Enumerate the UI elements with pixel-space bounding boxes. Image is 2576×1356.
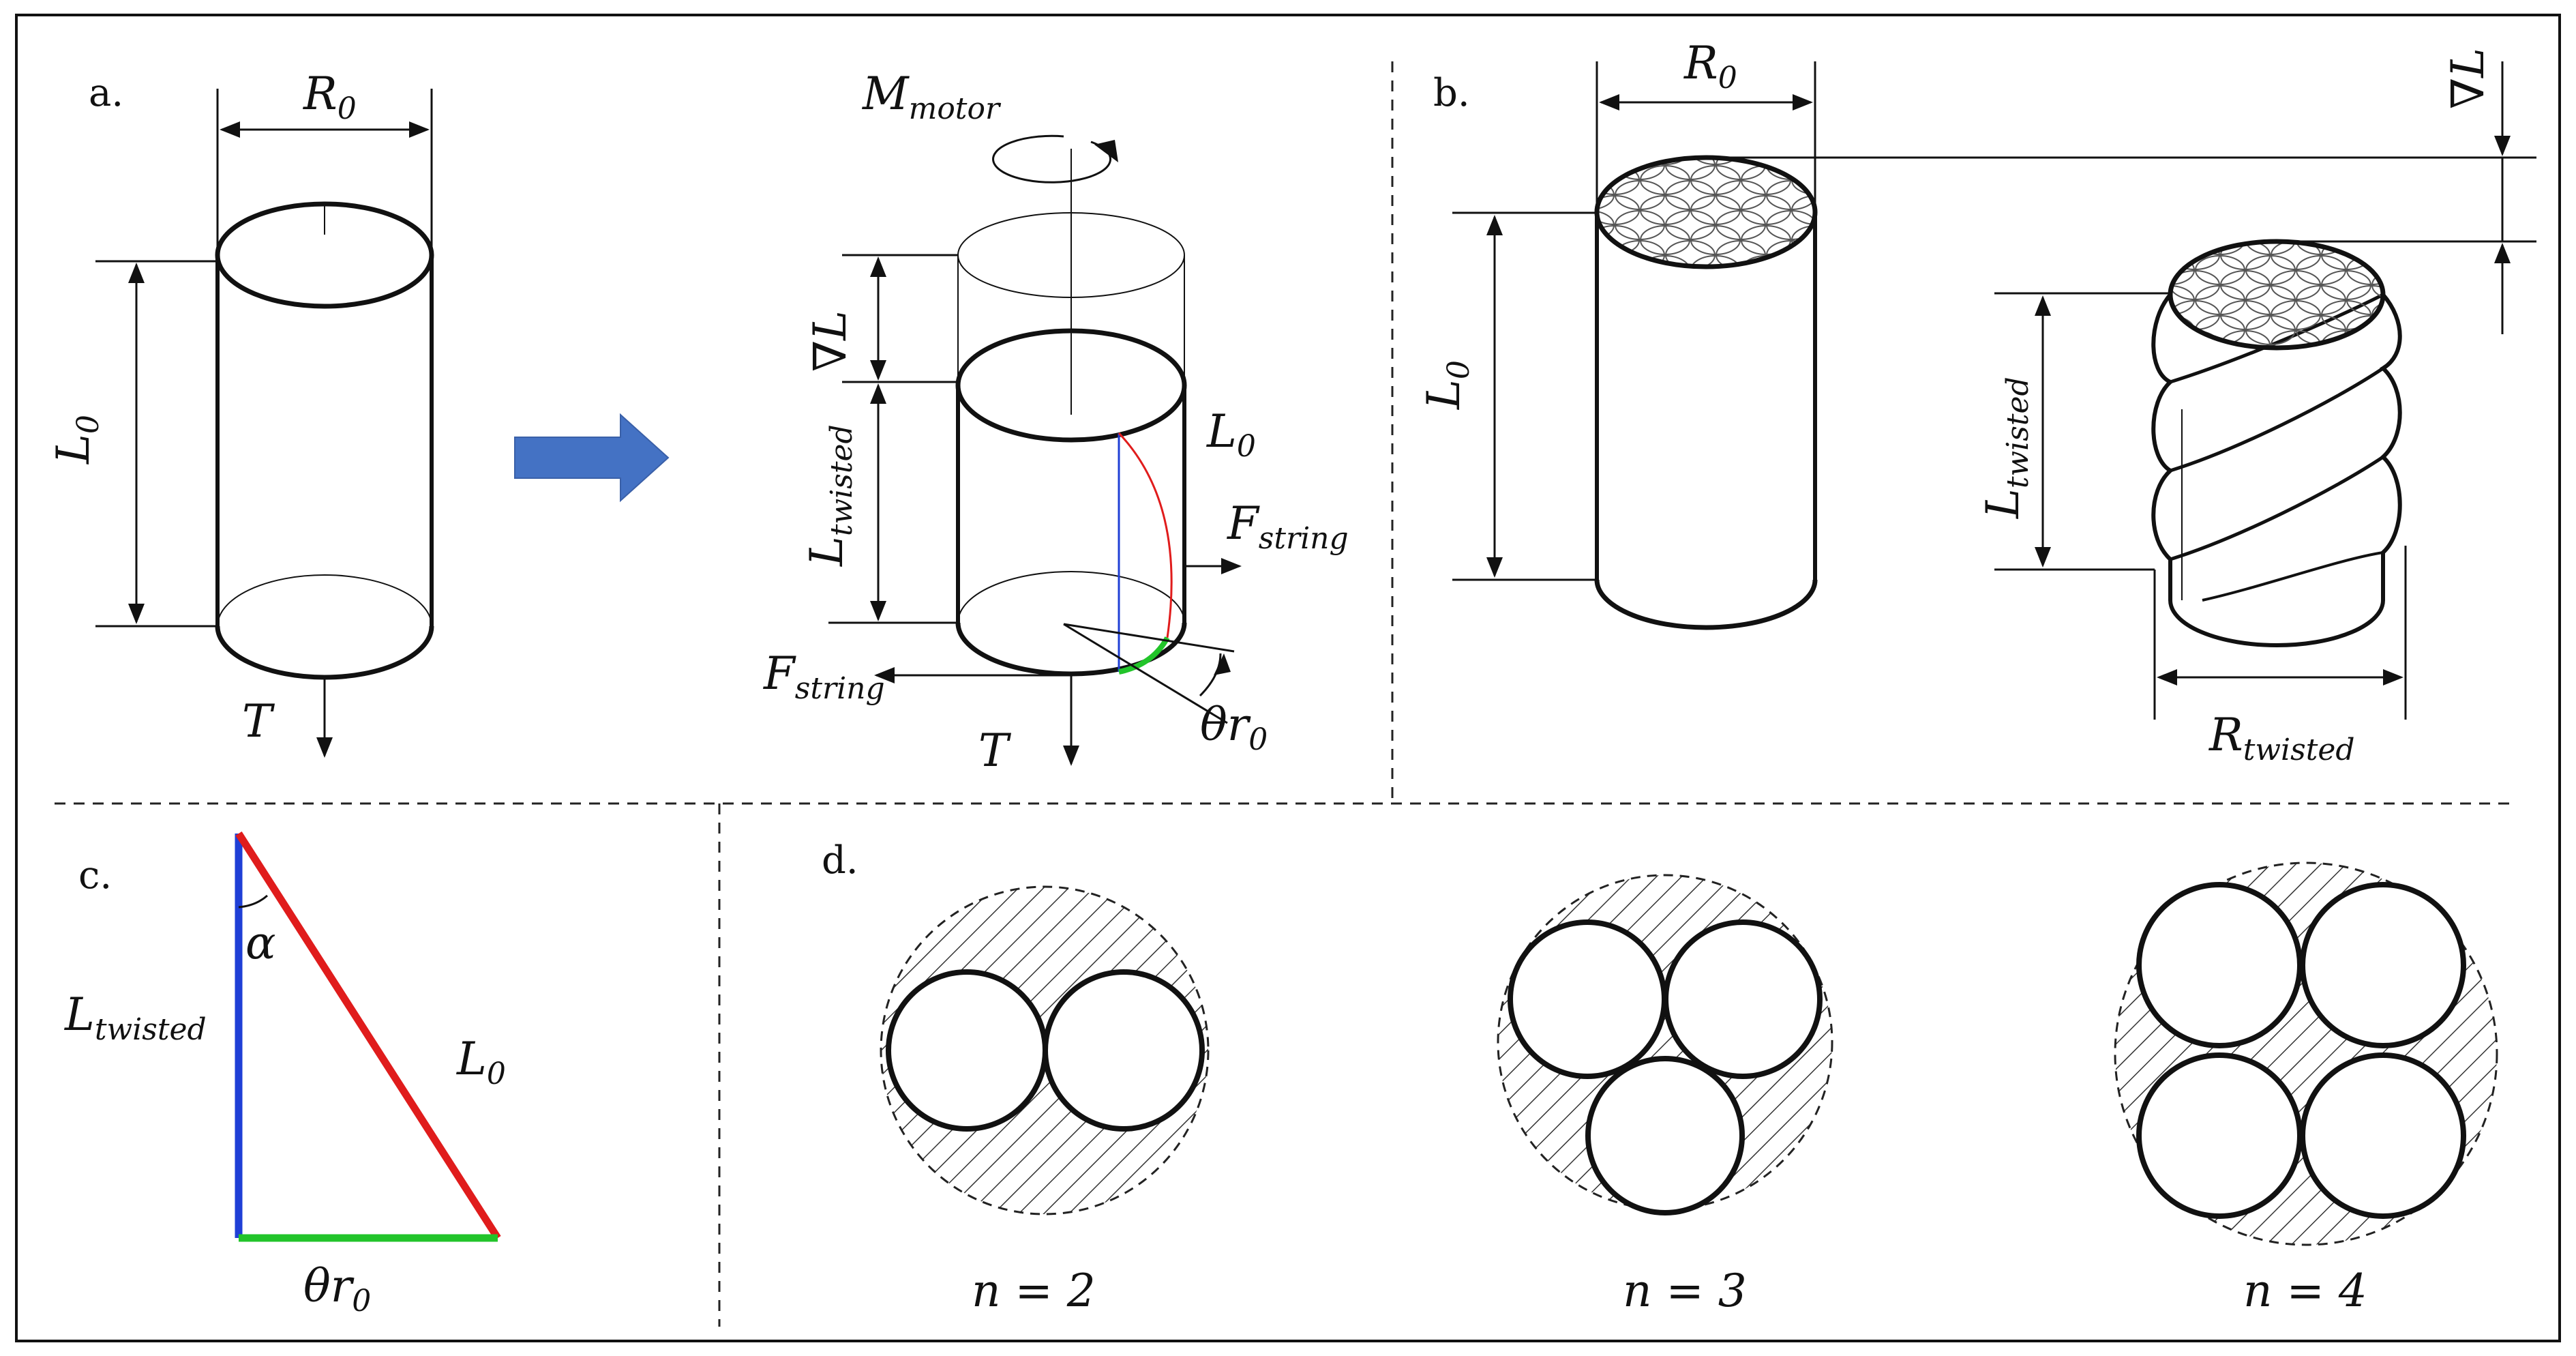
red-helix-line xyxy=(1118,432,1173,638)
cylinder-twisted xyxy=(955,149,1187,677)
twisted-dimensions xyxy=(828,254,958,624)
cross-section-n2 xyxy=(880,885,1210,1215)
theta-r0-label-a: θr0 xyxy=(1200,698,1268,757)
outer-frame xyxy=(15,14,2561,1342)
panel-a: a. R0 L0 T xyxy=(47,68,1349,777)
rotation-arrow-head xyxy=(1094,140,1118,162)
r0-label: R0 xyxy=(303,68,357,126)
r-twisted-label: Rtwisted xyxy=(2208,709,2355,767)
r0-dimension-b xyxy=(1596,61,1816,212)
panel-c: c. α Ltwisted L0 θr0 xyxy=(64,831,506,1318)
force-right-label: Fstring xyxy=(1227,497,1349,556)
delta-l-label: ∇L xyxy=(804,310,856,372)
triangle-hypotenuse-red xyxy=(235,831,501,1240)
r0-label-b: R0 xyxy=(1683,37,1737,95)
panel-b: b. R0 L0 ∇L xyxy=(1418,37,2536,767)
bundle-straight xyxy=(1594,155,1818,630)
cylinder-untwisted xyxy=(215,201,434,680)
l0-label-a-right: L0 xyxy=(1206,405,1256,464)
tension-label-a-right: T xyxy=(978,724,1012,777)
cross-section-n4 xyxy=(2114,861,2498,1246)
l-twisted-label-a: Ltwisted xyxy=(800,424,859,567)
twisted-bundle-top-pattern xyxy=(2170,241,2383,348)
twisted-bundle-top xyxy=(2168,239,2386,351)
l-twisted-label-b: Ltwisted xyxy=(1977,377,2035,519)
tension-label: T xyxy=(242,695,275,748)
m-motor-label: Mmotor xyxy=(862,68,1002,126)
alpha-label: α xyxy=(245,917,276,969)
l0-label: L0 xyxy=(47,415,106,465)
r-twisted-dimension xyxy=(2153,546,2407,720)
force-left-label: Fstring xyxy=(763,647,885,706)
cross-section-n3 xyxy=(1497,874,1833,1215)
panel-d: d. n = 2 n = 3 n = 4 xyxy=(822,838,2498,1317)
l-twisted-label-c: Ltwisted xyxy=(64,988,207,1047)
green-arc-line xyxy=(1118,636,1170,675)
l0-dimension-b xyxy=(1452,211,1597,581)
panel-d-letter: d. xyxy=(822,838,858,883)
l0-dimension xyxy=(95,260,218,628)
theta-r0-label-c: θr0 xyxy=(303,1260,371,1318)
l0-label-b: L0 xyxy=(1418,360,1476,410)
delta-l-label-b: ∇L xyxy=(2442,48,2494,109)
panel-b-letter: b. xyxy=(1433,71,1470,115)
angle-arc xyxy=(238,894,268,909)
n4-label: n = 4 xyxy=(2243,1265,2367,1317)
transition-arrow xyxy=(514,413,670,503)
n2-label: n = 2 xyxy=(972,1265,1096,1317)
n3-label: n = 3 xyxy=(1623,1265,1747,1317)
r0-dimension xyxy=(216,89,433,255)
panel-a-letter: a. xyxy=(89,71,123,115)
theta-angle-arrowhead xyxy=(1214,653,1231,675)
panel-c-letter: c. xyxy=(78,853,112,898)
delta-l-dimension-b xyxy=(1706,61,2536,334)
panel-separators xyxy=(55,61,2509,1327)
rotation-arrow xyxy=(992,134,1111,183)
l0-label-c: L0 xyxy=(456,1033,506,1091)
